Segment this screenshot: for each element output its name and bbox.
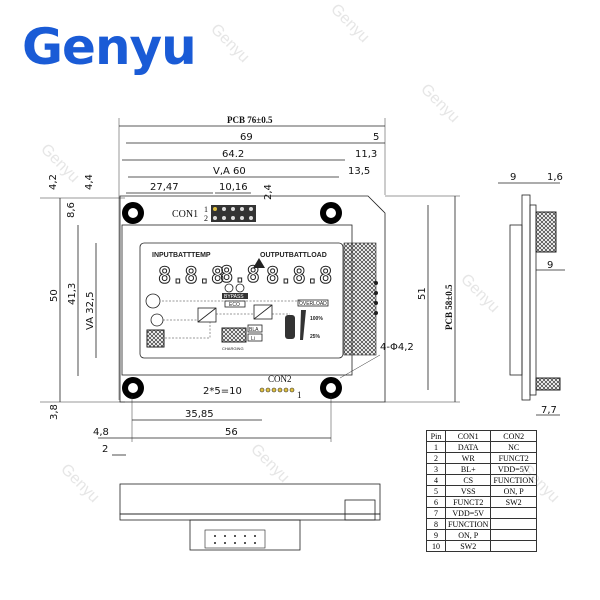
svg-text:69: 69 [240,132,253,143]
mounting-hole [122,377,144,399]
svg-text:11,3: 11,3 [355,149,377,160]
load-level-bar [300,310,306,340]
grid-icon [145,293,161,309]
warning-icon [253,258,265,268]
svg-text:41,3: 41,3 [67,283,78,305]
svg-text:1: 1 [204,205,208,214]
solar-panel-icon [146,329,165,348]
genyu-logo: Genyu [22,18,197,76]
svg-text:8,6: 8,6 [66,202,77,218]
inverter-icon [197,307,217,323]
header-con2: CON2 [490,430,537,442]
bottom-view [119,483,381,551]
svg-text:Genyu: Genyu [207,21,252,66]
svg-text:8.8.8: 8.8.8 [158,264,224,289]
side-view: 9 1,6 9 7,7 [498,172,565,416]
top-dimensions: PCB 76±0.5 69 5 64.2 11,3 V,A 60 13,5 27… [118,115,386,400]
bulb-icon [285,315,295,339]
svg-text:V,A 60: V,A 60 [213,166,246,177]
charger-icon [253,304,273,320]
fan-icon [224,283,234,293]
bottom-dimensions: 35,85 56 4,8 2 [93,396,332,456]
svg-text:13,5: 13,5 [348,166,370,177]
svg-text:27,47: 27,47 [150,182,179,193]
right-dimensions: 51 PCB 58±0.5 [385,195,460,403]
svg-text:Genyu: Genyu [327,1,372,46]
svg-text:4,8: 4,8 [93,427,109,438]
svg-text:2: 2 [204,214,208,223]
lcd-flex-contacts [343,242,377,356]
svg-text:Genyu: Genyu [417,81,462,126]
pcb-width-label: PCB 76±0.5 [227,115,273,125]
svg-text:2*5=10: 2*5=10 [203,386,242,397]
svg-text:2,4: 2,4 [263,184,274,200]
svg-text:35,85: 35,85 [185,409,214,420]
svg-text:25%: 25% [310,334,321,340]
svg-text:64.2: 64.2 [222,149,244,160]
svg-text:2: 2 [102,444,108,455]
svg-text:56: 56 [225,427,238,438]
lcd-viewing-area [139,242,344,359]
svg-text:ECO: ECO [229,302,240,308]
svg-text:OVERLOAD: OVERLOAD [299,301,327,307]
svg-text:10,16: 10,16 [219,182,248,193]
svg-text:CHARGING: CHARGING [222,346,244,351]
svg-text:PCB 58±0.5: PCB 58±0.5 [444,284,454,330]
lcd-content: INPUTBATTTEMP OUTPUTBATTLOAD 8.8.8 8.8 8… [145,252,333,351]
left-dimensions: 4,2 4,4 8,6 50 41,3 VA 32,5 3,8 [40,174,125,420]
svg-text:Genyu: Genyu [57,461,102,506]
svg-text:Genyu: Genyu [37,141,82,186]
svg-text:1: 1 [297,390,302,400]
svg-text:50: 50 [49,289,60,302]
mounting-hole [320,202,342,224]
svg-text:1,6: 1,6 [547,172,563,183]
fan-icon [235,283,245,293]
battery-icon [221,327,247,343]
svg-text:4-Φ4,2: 4-Φ4,2 [380,342,414,353]
mounting-hole [320,377,342,399]
svg-text:8.8.8: 8.8.8 [266,264,332,289]
svg-text:INPUTBATTTEMP: INPUTBATTTEMP [152,252,211,259]
svg-text:100%: 100% [310,316,323,322]
svg-text:4,2: 4,2 [48,174,59,190]
svg-text:CON2: CON2 [268,374,292,384]
svg-text:CON1: CON1 [172,209,198,220]
svg-text:VA 32,5: VA 32,5 [85,292,96,331]
ac-icon [150,313,164,327]
svg-text:OUTPUTBATTLOAD: OUTPUTBATTLOAD [260,252,327,259]
svg-text:Genyu: Genyu [457,271,502,316]
svg-text:9: 9 [547,260,553,271]
svg-text:5: 5 [373,132,379,143]
table-header: Pin CON1 CON2 [426,430,537,442]
svg-text:Genyu: Genyu [247,441,292,486]
svg-text:BYPASS: BYPASS [224,294,244,300]
svg-text:51: 51 [417,287,428,300]
svg-text:3,8: 3,8 [49,404,60,420]
svg-text:4,4: 4,4 [84,174,95,190]
svg-text:BLA: BLA [249,327,259,333]
svg-text:7,7: 7,7 [541,405,557,416]
header-pin: Pin [426,430,446,442]
svg-text:9: 9 [510,172,516,183]
pcb-front-view: CON1 1 2 CON2 1 2*5=10 4-Φ4,2 [119,195,414,403]
header-con1: CON1 [444,430,492,442]
svg-text:Li: Li [251,336,255,342]
mounting-hole [122,202,144,224]
